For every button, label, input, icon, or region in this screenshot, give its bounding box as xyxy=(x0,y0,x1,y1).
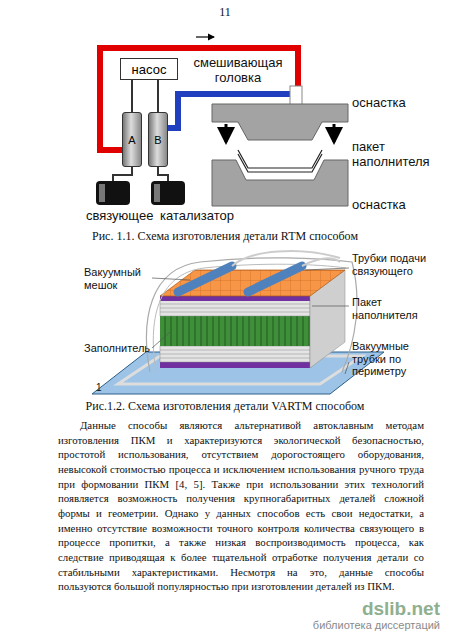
lower-mold xyxy=(212,160,348,206)
part-label: Трубки подачи связующего xyxy=(352,252,444,277)
top-film xyxy=(160,296,310,301)
part-label: Вакуумный мешок xyxy=(84,266,152,291)
watermark: библиотека диссертаций xyxy=(300,619,440,632)
vacuum-bag xyxy=(147,258,357,372)
part-label: смешивающая головка xyxy=(186,56,290,86)
catalyst-tank xyxy=(151,181,185,205)
leader-line xyxy=(312,306,349,307)
body-text: Данные способы являются альтернативой ав… xyxy=(58,418,424,594)
watermark: dslib.net xyxy=(330,598,440,620)
leader-line xyxy=(152,278,190,280)
part-label: оснастка xyxy=(352,96,442,111)
part-label: катализатор xyxy=(160,209,250,224)
leader-line xyxy=(305,268,349,270)
pump-box: насос xyxy=(120,58,178,80)
tank-shine xyxy=(99,184,105,202)
ply-line xyxy=(160,350,310,358)
press-arrow xyxy=(333,124,336,142)
tank-shine xyxy=(154,184,160,202)
core xyxy=(160,316,310,346)
upper-mold xyxy=(212,104,348,140)
part-label: Пакет наполнителя xyxy=(352,296,444,321)
bottom-film xyxy=(160,362,310,368)
leader-line xyxy=(345,362,349,374)
pump-line xyxy=(131,80,133,112)
part-label: Вакуумные трубки по периметру xyxy=(352,340,444,378)
callout-number: 1 xyxy=(96,382,108,394)
part-label: связующее xyxy=(86,209,158,224)
part-label: пакет наполнителя xyxy=(352,140,442,170)
part-label: Заполнитель xyxy=(84,342,152,355)
part-label: оснастка xyxy=(352,198,442,213)
leader-line xyxy=(152,332,170,348)
feed-line xyxy=(113,167,168,181)
cylinder-a: A xyxy=(122,112,142,167)
feed-tube xyxy=(232,251,340,266)
ply-line xyxy=(160,304,310,312)
cylinder-b: B xyxy=(148,112,168,167)
filler-pack xyxy=(238,150,322,172)
cylinder-letter: B xyxy=(154,134,161,146)
figure-caption: Рис.1.2. Схема изготовления детали VARTM… xyxy=(20,400,430,414)
pump-label: насос xyxy=(132,62,167,77)
pump-line xyxy=(157,80,159,112)
resin-tube xyxy=(178,266,232,292)
page-number: 11 xyxy=(205,6,245,20)
cylinder-letter: A xyxy=(128,134,135,146)
press-arrow xyxy=(225,124,228,142)
resin-tube xyxy=(248,266,302,292)
upper-plies xyxy=(160,300,310,316)
figure-caption: Рис. 1.1. Схема изготовления детали RTM … xyxy=(20,230,430,244)
resin-tank xyxy=(96,181,130,205)
lower-plies xyxy=(160,346,310,362)
vacuum-bag xyxy=(153,264,346,372)
rtm-scheme xyxy=(96,37,348,206)
flow-arrow xyxy=(196,36,214,37)
